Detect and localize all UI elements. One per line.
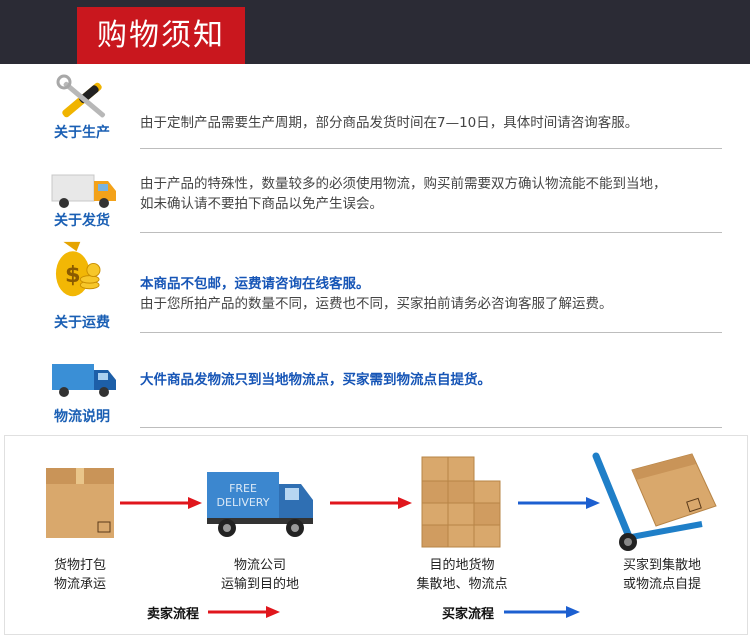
caption-line: 或物流点自提 [622,577,701,592]
flow-step-caption: 目的地货物 集散地、物流点 [400,556,524,594]
header-bar: 购物须知 [0,0,750,64]
row-text-line: 由于定制产品需要生产周期，部分商品发货时间在7—10日，具体时间请咨询客服。 [140,115,639,131]
row-text-production: 由于定制产品需要生产周期，部分商品发货时间在7—10日，具体时间请咨询客服。 [140,113,740,133]
money-bag-icon: $ [55,241,101,297]
seller-flow-label: 卖家流程 [147,607,200,622]
row-text-line: 如未确认请不要拍下商品以免产生误会。 [140,196,383,212]
flow-step-caption: 货物打包 物流承运 [30,556,130,594]
row-label-production: 关于生产 [54,125,110,141]
flow-step-caption: 买家到集散地 或物流点自提 [600,556,724,594]
svg-text:$: $ [65,262,81,288]
arrow-right-red-icon [120,497,202,509]
row-text-line: 由于您所拍产品的数量不同，运费也不同，买家拍前请务必咨询客服了解运费。 [140,296,613,312]
info-row-logistics: 物流说明 大件商品发物流只到当地物流点，买家需到物流点自提货。 [0,334,750,430]
logistics-highlight: 大件商品发物流只到当地物流点，买家需到物流点自提货。 [140,372,491,388]
caption-line: 运输到目的地 [220,577,299,592]
arrow-right-blue-icon [518,497,600,509]
arrow-right-red-icon [330,497,412,509]
row-text-line: 由于产品的特殊性，数量较多的必须使用物流，购买前需要双方确认物流能不能到当地， [140,176,667,192]
divider [140,148,722,149]
truck-text-delivery: DELIVERY [217,496,270,509]
row-text-shipping: 由于产品的特殊性，数量较多的必须使用物流，购买前需要双方确认物流能不能到当地， … [140,174,740,214]
info-row-production: 关于生产 由于定制产品需要生产周期，部分商品发货时间在7—10日，具体时间请咨询… [0,64,750,152]
caption-line: 买家到集散地 [622,558,701,573]
truck-text-free: FREE [229,482,257,495]
delivery-truck-icon: FREE DELIVERY [207,472,313,537]
row-label-logistics: 物流说明 [54,409,110,425]
row-text-logistics: 大件商品发物流只到当地物流点，买家需到物流点自提货。 [140,370,740,390]
divider [140,232,722,233]
caption-line: 物流公司 [233,558,286,573]
info-row-shipping: 关于发货 由于产品的特殊性，数量较多的必须使用物流，购买前需要双方确认物流能不能… [0,152,750,236]
arrow-right-red-icon [208,606,280,618]
caption-line: 物流承运 [53,577,106,592]
caption-line: 集散地、物流点 [416,577,508,592]
buyer-flow-label: 买家流程 [442,607,495,622]
freight-highlight: 本商品不包邮，运费请咨询在线客服。 [140,276,370,292]
row-label-freight: 关于运费 [54,315,110,331]
divider [140,427,722,428]
stacked-boxes-icon [421,456,501,548]
row-text-freight: 本商品不包邮，运费请咨询在线客服。 由于您所拍产品的数量不同，运费也不同，买家拍… [140,274,740,314]
caption-line: 目的地货物 [429,558,495,573]
info-row-freight: $ 关于运费 本商品不包邮，运费请咨询在线客服。 由于您所拍产品的数量不同，运费… [0,236,750,334]
divider [140,332,722,333]
arrow-right-blue-icon [504,606,580,618]
caption-line: 货物打包 [53,558,106,573]
truck-icon [51,174,116,208]
flow-step-caption: 物流公司 运输到目的地 [200,556,320,594]
tools-icon [56,74,106,118]
hand-truck-icon [592,452,717,551]
row-label-shipping: 关于发货 [54,213,110,229]
blue-truck-icon [52,364,116,397]
package-box-icon [46,468,114,538]
page-title: 购物须知 [77,7,245,64]
